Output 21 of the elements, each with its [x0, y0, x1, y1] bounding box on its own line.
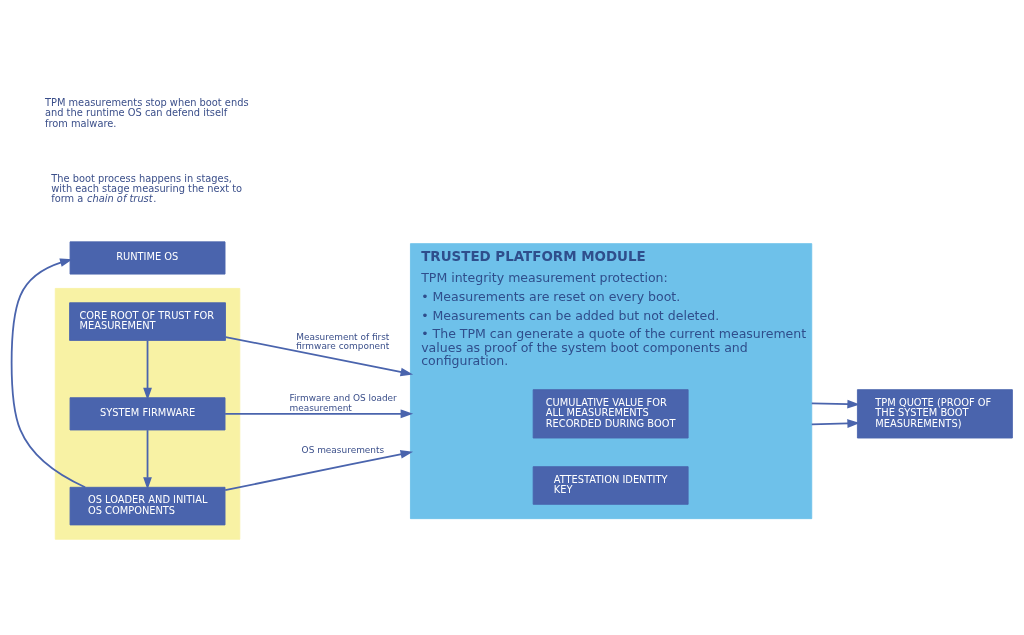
arrow: [10, 257, 87, 488]
label: TPM measurements stop when boot ends and the runtime OS can defend itself from malware.: [44, 96, 249, 129]
edge-label: Measurement of first firmware component: [296, 331, 390, 351]
edge-label: OS measurements: [301, 444, 385, 455]
node-box: OS LOADER AND INITIAL OS COMPONENTS: [69, 486, 226, 525]
node-box: CUMULATIVE VALUE FOR ALL MEASUREMENTS RECORDED DURING BOOT: [532, 388, 689, 438]
arrow: [810, 418, 860, 428]
arrow: [143, 428, 152, 490]
arrow: [224, 408, 414, 418]
arrow: [810, 399, 860, 409]
cluster: [54, 287, 241, 540]
node-box: ATTESTATION IDENTITY KEY: [532, 465, 689, 505]
arrow: [224, 449, 414, 491]
node-box: TPM QUOTE (PROOF OF THE SYSTEM BOOT MEASUREMENTS): [856, 388, 1013, 438]
arrow: [143, 339, 152, 400]
node-box: SYSTEM FIRMWARE: [69, 396, 226, 430]
label: The boot process happens in stages, with each stage measuring the next to form a chain of trust.: [51, 172, 243, 204]
node-box: CORE ROOT OF TRUST FOR MEASUREMENT: [69, 301, 226, 341]
arrow: [224, 335, 414, 376]
node-box: RUNTIME OS: [69, 240, 226, 275]
edge-label: Firmware and OS loader measurement: [289, 392, 397, 413]
